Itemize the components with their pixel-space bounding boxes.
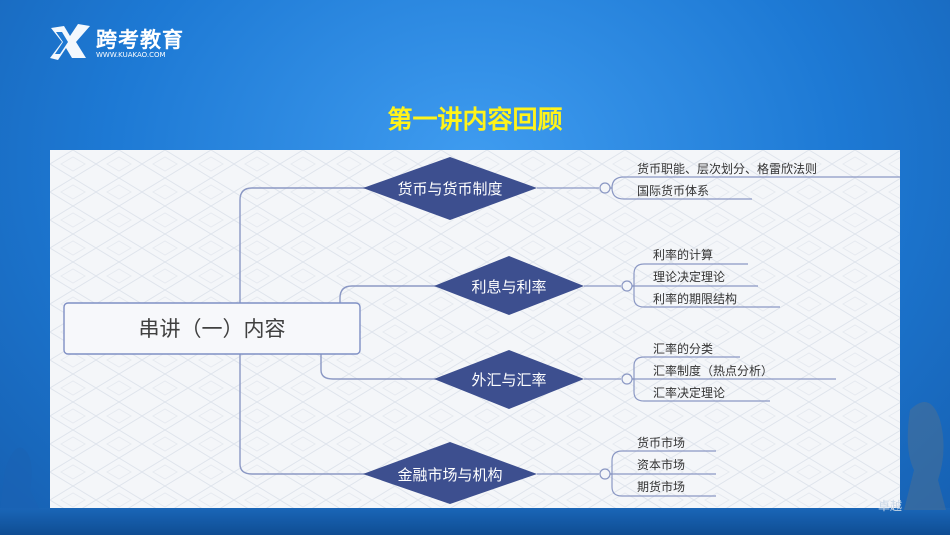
root-label: 串讲（一）内容 xyxy=(139,317,286,341)
leaf-connectors xyxy=(584,263,780,308)
branch-node: 利息与利率 xyxy=(434,256,584,315)
brand-url: WWW.KUAKAO.COM xyxy=(96,51,166,59)
branch-label: 外汇与汇率 xyxy=(471,371,546,389)
branch-node: 外汇与汇率 xyxy=(434,350,584,409)
leaf-connectors xyxy=(537,176,900,200)
leaf-item: 货币市场 xyxy=(637,435,685,450)
footer-band xyxy=(0,508,950,535)
root-node: 串讲（一）内容 xyxy=(63,302,361,355)
slide-title: 第一讲内容回顾 xyxy=(387,105,563,134)
leaf-item: 资本市场 xyxy=(637,457,685,472)
leaf-connectors xyxy=(537,450,716,497)
watermark-figure-right xyxy=(904,402,946,510)
brand-logo: 跨考教育 WWW.KUAKAO.COM xyxy=(48,22,198,62)
leaf-item: 利率的计算 xyxy=(653,247,713,262)
branch-label: 金融市场与机构 xyxy=(397,466,502,484)
leaf-item: 利率的期限结构 xyxy=(653,291,737,306)
leaf-item: 货币职能、层次划分、格雷欣法则 xyxy=(637,161,817,176)
mindmap-canvas: 串讲（一）内容 货币与货币制度 货币职能、层次划分、格雷欣法则 国际货币体系 利… xyxy=(50,150,900,508)
leaf-connectors xyxy=(584,356,836,402)
leaf-item: 期货市场 xyxy=(637,479,685,494)
leaf-item: 汇率的分类 xyxy=(653,341,713,356)
leaf-item: 汇率制度（热点分析） xyxy=(653,363,773,378)
leaf-item: 汇率决定理论 xyxy=(653,385,725,400)
mindmap-figure: 串讲（一）内容 货币与货币制度 货币职能、层次划分、格雷欣法则 国际货币体系 利… xyxy=(50,150,900,508)
branch-label: 利息与利率 xyxy=(471,278,546,296)
leaf-item: 理论决定理论 xyxy=(653,269,725,284)
branch-node: 金融市场与机构 xyxy=(363,442,537,504)
watermark-figure-left xyxy=(0,447,40,510)
leaf-item: 国际货币体系 xyxy=(637,183,709,198)
logo-icon xyxy=(50,24,90,60)
branch-node: 货币与货币制度 xyxy=(363,157,537,220)
corner-watermark-text: 卓越 xyxy=(878,499,903,513)
branch-label: 货币与货币制度 xyxy=(397,180,502,198)
root-connectors xyxy=(239,187,436,475)
brand-name: 跨考教育 xyxy=(96,28,184,52)
